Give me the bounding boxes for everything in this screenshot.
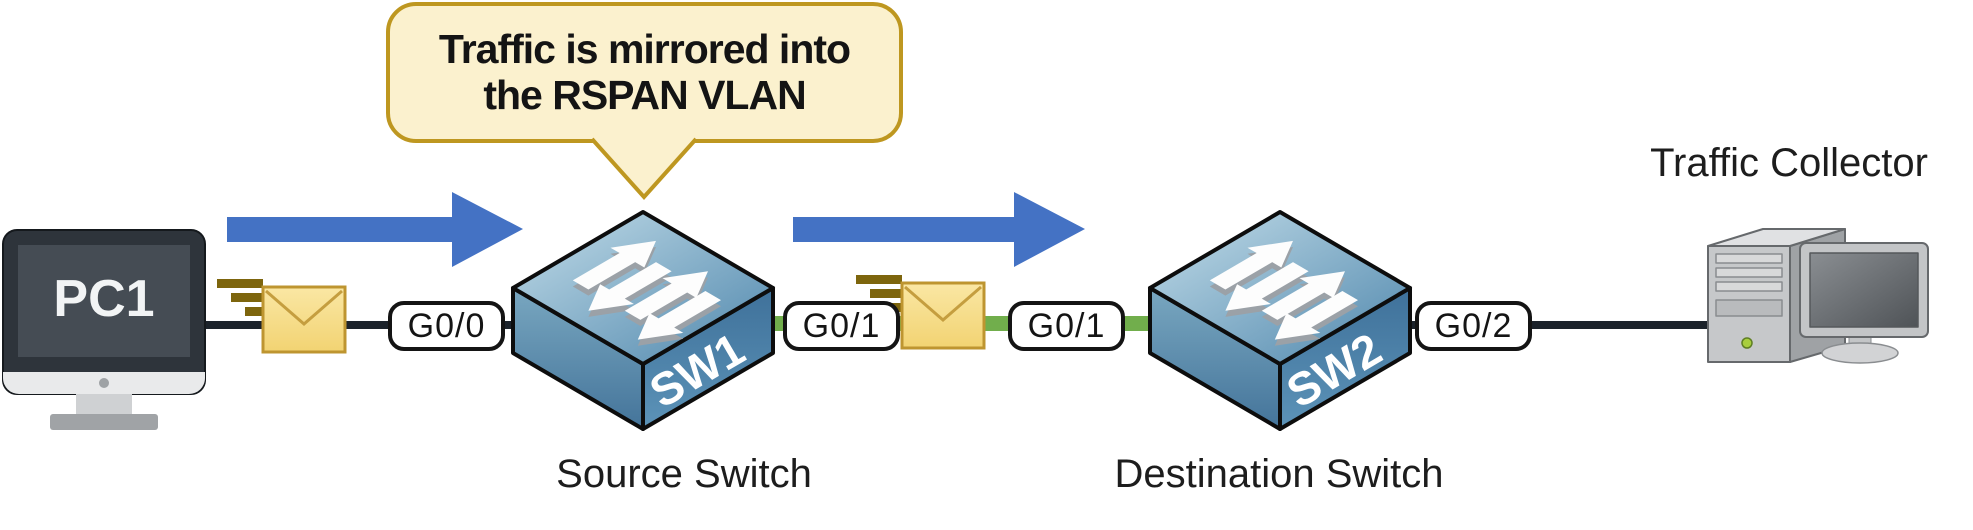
callout-text-line1: Traffic is mirrored into — [438, 25, 851, 72]
power-led — [1741, 337, 1753, 349]
pc1-icon: PC1 — [2, 229, 206, 430]
port-label-g0-2: G0/2 — [1415, 301, 1532, 351]
traffic-collector-icon — [1707, 228, 1929, 364]
traffic-flow-arrow-left — [227, 192, 523, 267]
link-pc1-sw1 — [196, 321, 518, 329]
callout-tail — [590, 137, 698, 200]
port-label-g0-0: G0/0 — [388, 301, 505, 351]
rspan-callout-bubble: Traffic is mirrored into the RSPAN VLAN — [386, 2, 903, 143]
pc1-label: PC1 — [53, 270, 154, 328]
traffic-collector-caption: Traffic Collector — [1650, 141, 1928, 185]
link-sw2-collector — [1404, 321, 1714, 329]
port-label-sw2-g0-1: G0/1 — [1008, 301, 1125, 351]
callout-text-line2: the RSPAN VLAN — [483, 71, 806, 118]
destination-switch-caption: Destination Switch — [1114, 452, 1444, 496]
source-switch-caption: Source Switch — [556, 452, 812, 496]
packet-envelope-icon-1 — [215, 277, 347, 354]
switch-sw1-icon — [511, 210, 775, 431]
switch-sw2-icon — [1148, 210, 1412, 431]
traffic-flow-arrow-right — [793, 192, 1085, 267]
port-label-sw1-g0-1: G0/1 — [783, 301, 900, 351]
